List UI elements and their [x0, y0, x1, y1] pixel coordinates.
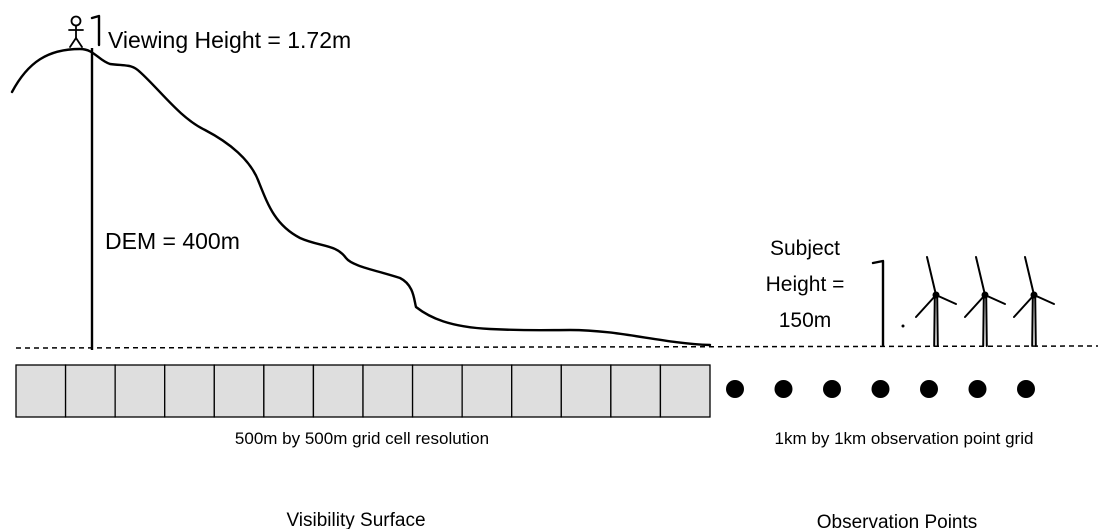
subject-height-label-line1: Subject [770, 237, 840, 260]
observation-point [726, 380, 744, 398]
viewing-height-label: Viewing Height = 1.72m [108, 27, 351, 53]
grid-cell [461, 364, 513, 418]
grid-cell [362, 364, 414, 418]
grid-cell [64, 364, 116, 418]
observation-point [774, 380, 793, 398]
stray-dot [901, 324, 905, 328]
observation-point-row [726, 380, 1035, 398]
subject-height-bracket [871, 259, 885, 347]
subject-height-label-line2: Height = [766, 273, 845, 296]
observation-point [920, 380, 938, 398]
wind-turbines [915, 256, 1055, 347]
observation-point [1017, 380, 1035, 398]
observation-point [968, 380, 987, 398]
viewing-height-bracket [90, 14, 101, 47]
observation-points-caption: 1km by 1km observation point grid [775, 429, 1034, 448]
grid-cell [164, 364, 215, 418]
subject-height-label-line3: 150m [779, 309, 832, 332]
grid-caption: 500m by 500m grid cell resolution [235, 429, 489, 448]
viewer-figure-icon [68, 15, 84, 48]
grid-cell [263, 364, 315, 418]
grid-cell [15, 364, 67, 418]
grid-cell-row [15, 364, 711, 418]
grid-cell [411, 364, 463, 418]
grid-cell [659, 364, 711, 418]
wind-turbine-icon [1013, 256, 1055, 347]
visibility-surface-title: Visibility Surface [286, 510, 425, 529]
grid-cell [610, 364, 662, 418]
observation-point [823, 380, 841, 398]
observation-point [871, 380, 890, 398]
grid-cell [213, 364, 265, 418]
grid-cell [511, 364, 562, 418]
wind-turbine-icon [915, 256, 957, 347]
observation-points-title: Observation Points [817, 512, 978, 529]
grid-cell [312, 364, 364, 418]
dem-label: DEM = 400m [105, 228, 240, 254]
grid-cell [560, 364, 612, 418]
sea-level-dashed-line [15, 345, 1098, 349]
wind-turbine-icon [964, 256, 1006, 347]
grid-cell [114, 364, 166, 418]
terrain-profile [10, 47, 712, 347]
